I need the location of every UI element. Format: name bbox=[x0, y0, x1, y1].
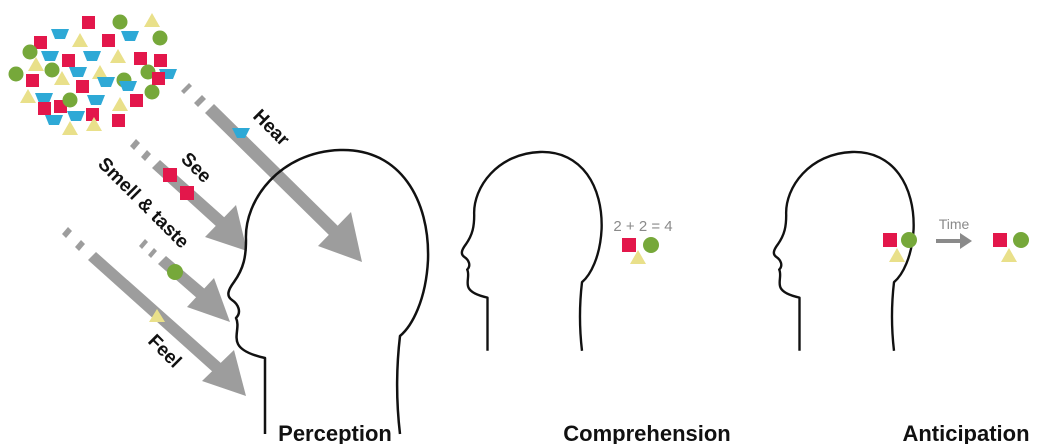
anticipation-square-future bbox=[993, 233, 1007, 247]
anticipation-square-now bbox=[883, 233, 897, 247]
stimulus-trapezoid bbox=[83, 51, 101, 61]
time-arrow-shaft bbox=[936, 239, 962, 243]
see-arrow-dash-1 bbox=[130, 139, 140, 150]
smell-taste-arrow-shaft bbox=[158, 256, 206, 299]
sensory-stimuli-cloud bbox=[9, 13, 178, 135]
see-stimulus-square-2 bbox=[180, 186, 194, 200]
stimulus-square bbox=[152, 72, 165, 85]
time-arrow-head bbox=[960, 233, 972, 249]
comprehension-head bbox=[462, 152, 602, 351]
stimulus-circle bbox=[23, 45, 38, 60]
comprehension-square bbox=[622, 238, 636, 252]
stimulus-trapezoid bbox=[67, 111, 85, 121]
stimulus-trapezoid bbox=[51, 29, 69, 39]
anticipation-circle-future bbox=[1013, 232, 1029, 248]
stimulus-trapezoid bbox=[119, 81, 137, 91]
stimulus-square bbox=[76, 80, 89, 93]
stimulus-circle bbox=[45, 63, 60, 78]
anticipation-label: Anticipation bbox=[902, 421, 1029, 444]
comprehension-label: Comprehension bbox=[563, 421, 730, 444]
stimulus-circle bbox=[63, 93, 78, 108]
stimulus-triangle bbox=[62, 121, 78, 135]
stimulus-square bbox=[102, 34, 115, 47]
stimulus-trapezoid bbox=[35, 93, 53, 103]
see-stimulus-square-1 bbox=[163, 168, 177, 182]
stimulus-trapezoid bbox=[121, 31, 139, 41]
smell-stimulus-circle bbox=[167, 264, 183, 280]
anticipation-circle-now bbox=[901, 232, 917, 248]
stimulus-square bbox=[38, 102, 51, 115]
stimulus-trapezoid bbox=[69, 67, 87, 77]
stimulus-circle bbox=[153, 31, 168, 46]
hear-arrow-dash-2 bbox=[194, 95, 206, 107]
smell-taste-arrow-dash-2 bbox=[148, 248, 157, 258]
anticipation-head bbox=[774, 152, 914, 351]
stimulus-triangle bbox=[92, 65, 108, 79]
comprehension-circle bbox=[643, 237, 659, 253]
stimulus-square bbox=[154, 54, 167, 67]
smell-taste-label: Smell & taste bbox=[93, 154, 192, 253]
stimulus-triangle bbox=[112, 97, 128, 111]
stimulus-square bbox=[134, 52, 147, 65]
stimulus-square bbox=[26, 74, 39, 87]
stimulus-square bbox=[82, 16, 95, 29]
feel-arrow-dash-2 bbox=[75, 240, 85, 251]
comprehension-formula: 2 + 2 = 4 bbox=[613, 218, 672, 235]
smell-taste-arrow-dash-1 bbox=[139, 239, 148, 249]
comprehension-shape-group bbox=[622, 237, 659, 264]
anticipation-triangle-now bbox=[889, 248, 905, 262]
stimulus-triangle bbox=[72, 33, 88, 47]
feel-arrow-dash-1 bbox=[62, 227, 72, 238]
stimulus-circle bbox=[113, 15, 128, 30]
anticipation-triangle-future bbox=[1001, 248, 1017, 262]
stimulus-square bbox=[86, 108, 99, 121]
see-arrow-dash-2 bbox=[141, 150, 151, 161]
time-arrow bbox=[936, 233, 972, 249]
stimulus-triangle bbox=[20, 89, 36, 103]
time-label: Time bbox=[939, 216, 970, 232]
hear-arrow-dash-1 bbox=[181, 83, 192, 94]
stimulus-trapezoid bbox=[45, 115, 63, 125]
perception-head bbox=[228, 150, 428, 434]
stimulus-triangle bbox=[144, 13, 160, 27]
stimulus-trapezoid bbox=[97, 77, 115, 87]
stimulus-square bbox=[62, 54, 75, 67]
stimulus-trapezoid bbox=[87, 95, 105, 105]
stimulus-circle bbox=[145, 85, 160, 100]
stimulus-triangle bbox=[110, 49, 126, 63]
stimulus-trapezoid bbox=[41, 51, 59, 61]
anticipation-shape-group-now bbox=[883, 232, 917, 262]
stimulus-square bbox=[112, 114, 125, 127]
stimulus-circle bbox=[9, 67, 24, 82]
perception-label: Perception bbox=[278, 421, 392, 444]
anticipation-shape-group-future bbox=[993, 232, 1029, 262]
hear-label: Hear bbox=[248, 106, 293, 151]
stimulus-square bbox=[34, 36, 47, 49]
comprehension-triangle bbox=[630, 250, 646, 264]
stimulus-square bbox=[130, 94, 143, 107]
